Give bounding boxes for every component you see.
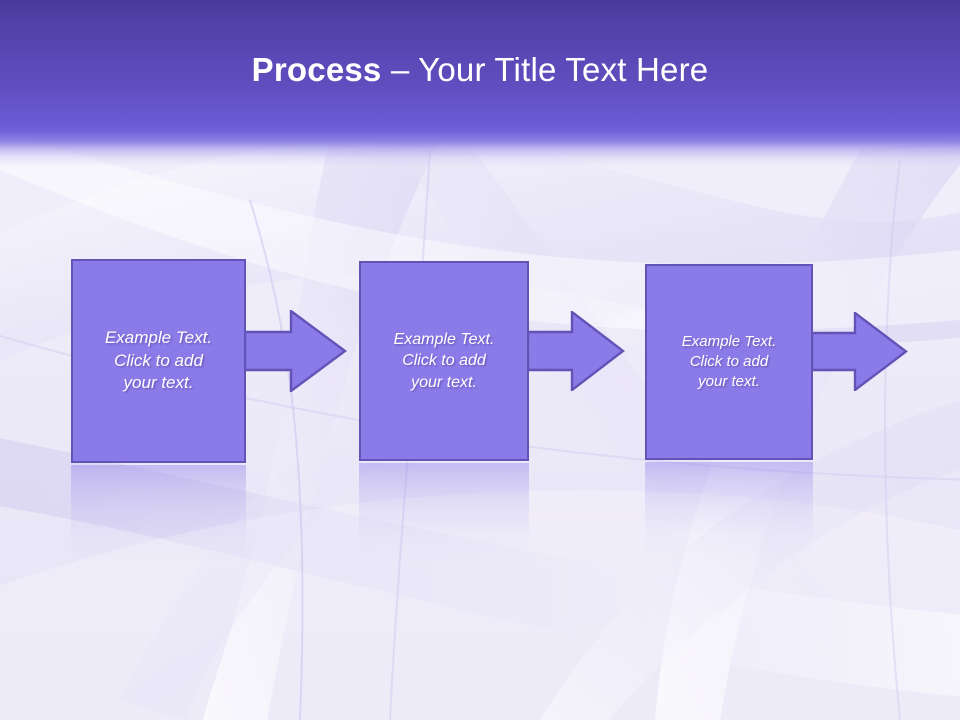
process-arrow-3[interactable] bbox=[811, 312, 908, 391]
process-box-2[interactable]: Example Text. Click to add your text. bbox=[359, 261, 529, 461]
process-box-3-text: Example Text. Click to add your text. bbox=[681, 333, 777, 390]
process-box-3[interactable]: Example Text. Click to add your text. bbox=[645, 264, 813, 460]
process-arrow-1[interactable] bbox=[244, 310, 347, 392]
page-title-bold: Process bbox=[251, 51, 382, 88]
page-title-normal: – Your Title Text Here bbox=[381, 51, 709, 88]
process-arrow-2[interactable] bbox=[527, 311, 625, 391]
process-box-1[interactable]: Example Text. Click to add your text. bbox=[71, 259, 246, 463]
page-title: Process – Your Title Text Here bbox=[0, 50, 960, 90]
process-box-2-text: Example Text. Click to add your text. bbox=[393, 331, 495, 391]
process-box-1-text: Example Text. Click to add your text. bbox=[104, 328, 213, 393]
